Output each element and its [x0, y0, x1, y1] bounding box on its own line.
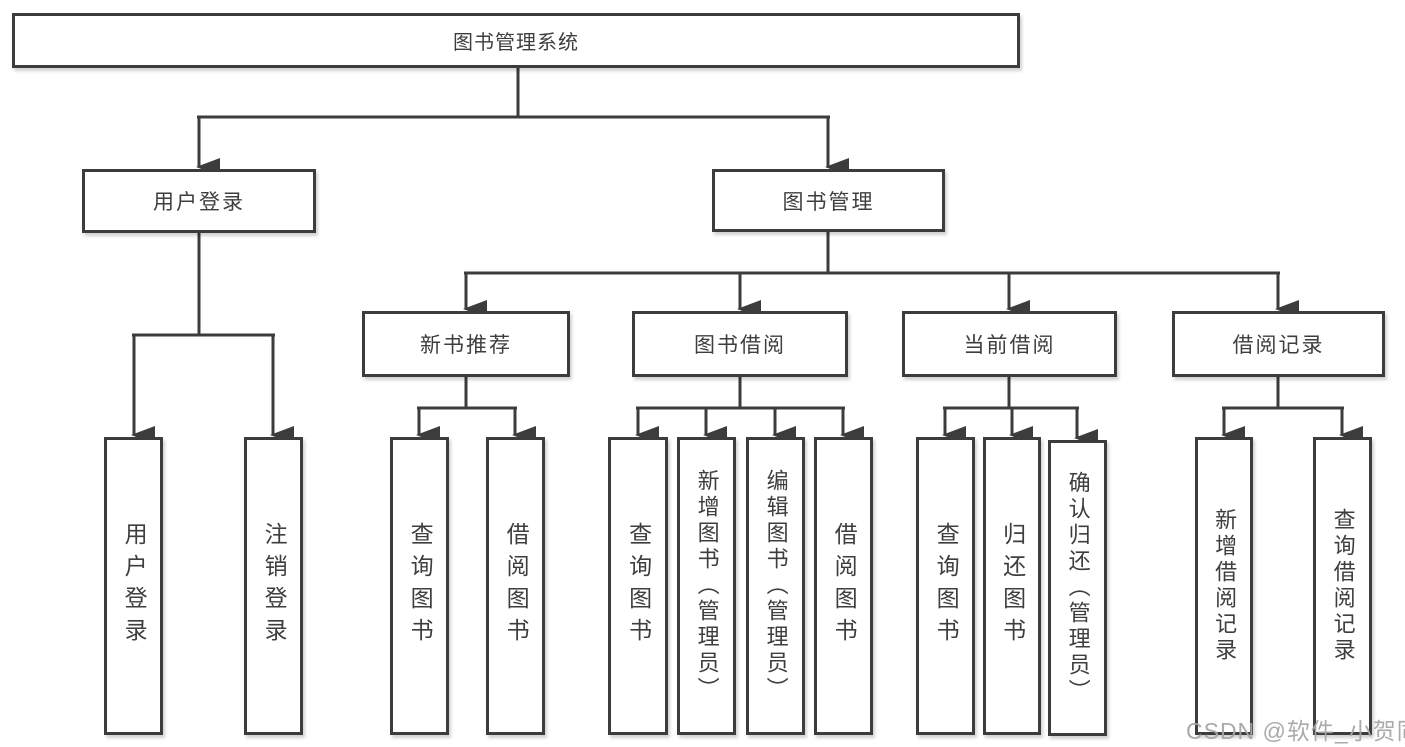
- node-root-library-system: 图书管理系统: [12, 13, 1020, 68]
- node-label: 用户登录: [153, 191, 245, 214]
- node-leaf-add-book-admin: 新增图书（管理员）: [677, 437, 736, 735]
- node-label: 新增图书（管理员）: [694, 469, 720, 703]
- node-label: 查询图书: [625, 522, 652, 650]
- node-leaf-borrow-books-2: 借阅图书: [814, 437, 873, 735]
- node-leaf-return-book: 归还图书: [983, 437, 1041, 735]
- csdn-watermark: CSDN @软件_小贺同学: [1186, 718, 1405, 744]
- node-user-login: 用户登录: [82, 169, 316, 233]
- node-book-management: 图书管理: [712, 169, 945, 232]
- node-label: 借阅图书: [503, 522, 530, 650]
- node-label: 查询图书: [407, 522, 434, 650]
- node-label: 编辑图书（管理员）: [763, 469, 789, 703]
- node-label: 借阅图书: [831, 522, 858, 650]
- node-book-borrowing: 图书借阅: [632, 311, 848, 377]
- node-label: 新增借阅记录: [1212, 508, 1238, 664]
- node-leaf-edit-book-admin: 编辑图书（管理员）: [746, 437, 805, 735]
- node-label: 确认归还（管理员）: [1065, 471, 1091, 705]
- node-current-borrowing: 当前借阅: [902, 311, 1117, 377]
- node-leaf-query-books-2: 查询图书: [608, 437, 668, 735]
- node-label: 查询借阅记录: [1330, 508, 1356, 664]
- node-label: 归还图书: [999, 522, 1026, 650]
- node-new-book-recommendation: 新书推荐: [362, 311, 570, 377]
- node-leaf-borrow-books-1: 借阅图书: [486, 437, 545, 735]
- node-label: 图书借阅: [694, 334, 786, 357]
- node-leaf-logout: 注销登录: [244, 437, 303, 735]
- node-label: 借阅记录: [1232, 334, 1325, 357]
- node-leaf-query-borrow-record: 查询借阅记录: [1313, 437, 1372, 735]
- node-borrowing-records: 借阅记录: [1172, 311, 1385, 377]
- node-label: 用户登录: [121, 522, 148, 650]
- node-label: 图书管理系统: [453, 32, 579, 54]
- node-label: 当前借阅: [963, 334, 1056, 357]
- node-leaf-query-books-1: 查询图书: [390, 437, 449, 735]
- node-label: 注销登录: [261, 522, 288, 650]
- node-label: 图书管理: [782, 190, 875, 214]
- node-leaf-query-books-3: 查询图书: [916, 437, 975, 735]
- node-leaf-confirm-return-admin: 确认归还（管理员）: [1048, 440, 1107, 736]
- node-label: 新书推荐: [420, 334, 512, 357]
- node-label: 查询图书: [933, 522, 960, 650]
- node-leaf-user-login: 用户登录: [104, 437, 163, 735]
- node-leaf-add-borrow-record: 新增借阅记录: [1195, 437, 1253, 735]
